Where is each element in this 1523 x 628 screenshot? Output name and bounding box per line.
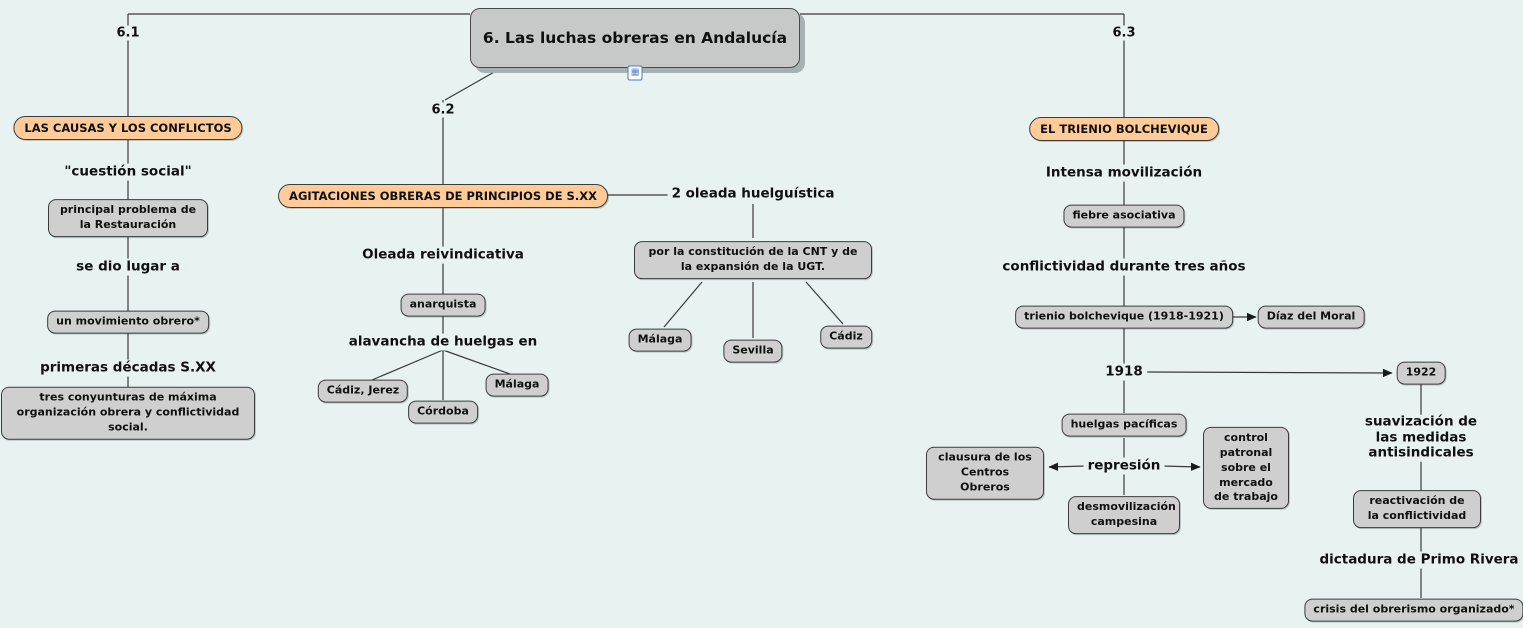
- section-label-6-1[interactable]: 6.1: [113, 25, 143, 41]
- concept-desmovilizacion-campesina[interactable]: desmovilización campesina: [1068, 496, 1180, 534]
- concept-huelgas-pacificas[interactable]: huelgas pacíficas: [1061, 413, 1187, 437]
- topic-agitaciones-obreras[interactable]: AGITACIONES OBRERAS DE PRINCIPIOS DE S.X…: [278, 184, 608, 208]
- link-cuestion-social[interactable]: "cuestión social": [60, 163, 196, 181]
- concept-anarquista[interactable]: anarquista: [400, 293, 486, 317]
- link-segunda-oleada-huelguistica[interactable]: 2 oleada huelguística: [667, 185, 839, 203]
- resource-icon[interactable]: ▦: [627, 65, 643, 81]
- link-represion[interactable]: represión: [1083, 457, 1165, 475]
- topic-el-trienio-bolchevique[interactable]: EL TRIENIO BOLCHEVIQUE: [1029, 117, 1219, 141]
- concept-trienio-bolchevique-1918-1921[interactable]: trienio bolchevique (1918-1921): [1015, 305, 1233, 329]
- concept-cadiz-2[interactable]: Cádiz: [820, 325, 872, 349]
- concept-cadiz-jerez[interactable]: Cádiz, Jerez: [317, 379, 409, 403]
- link-1918[interactable]: 1918: [1101, 363, 1147, 381]
- link-intensa-movilizacion[interactable]: Intensa movilización: [1041, 164, 1207, 182]
- concept-principal-problema-restauracion[interactable]: principal problema de la Restauración: [48, 199, 208, 237]
- link-conflictividad-tres-anos[interactable]: conflictividad durante tres años: [998, 258, 1250, 276]
- concept-malaga-1[interactable]: Málaga: [485, 373, 549, 397]
- section-label-6-2[interactable]: 6.2: [428, 102, 458, 118]
- link-oleada-reivindicativa[interactable]: Oleada reivindicativa: [358, 246, 528, 264]
- concept-diaz-del-moral[interactable]: Díaz del Moral: [1257, 305, 1365, 329]
- link-dictadura-primo-rivera[interactable]: dictadura de Primo Rivera: [1315, 551, 1523, 569]
- concept-tres-conyunturas[interactable]: tres conyunturas de máxima organización …: [1, 386, 255, 440]
- concept-un-movimiento-obrero[interactable]: un movimiento obrero*: [47, 310, 209, 334]
- link-alavancha-de-huelgas[interactable]: alavancha de huelgas en: [344, 333, 542, 351]
- section-label-6-3[interactable]: 6.3: [1109, 25, 1139, 41]
- link-se-dio-lugar-a[interactable]: se dio lugar a: [72, 258, 184, 276]
- concept-1922[interactable]: 1922: [1396, 361, 1446, 385]
- concept-constitucion-cnt-ugt[interactable]: por la constitución de la CNT y de la ex…: [634, 241, 872, 279]
- root-concept-node[interactable]: 6. Las luchas obreras en Andalucía: [470, 8, 800, 68]
- link-primeras-decadas-sxx[interactable]: primeras décadas S.XX: [36, 359, 220, 377]
- concept-cordoba[interactable]: Córdoba: [408, 400, 478, 424]
- concept-malaga-2[interactable]: Málaga: [628, 328, 692, 352]
- concept-reactivacion-conflictividad[interactable]: reactivación de la conflictividad: [1353, 490, 1481, 528]
- concept-fiebre-asociativa[interactable]: fiebre asociativa: [1063, 204, 1185, 228]
- concept-clausura-centros-obreros[interactable]: clausura de los Centros Obreros: [926, 446, 1044, 500]
- link-suavizacion-medidas-antisindicales[interactable]: suavización de las medidas antisindicale…: [1353, 414, 1489, 462]
- concept-sevilla[interactable]: Sevilla: [723, 339, 783, 363]
- concept-control-patronal[interactable]: control patronal sobre el mercado de tra…: [1203, 426, 1289, 510]
- concept-crisis-obrerismo-organizado[interactable]: crisis del obrerismo organizado*: [1304, 598, 1523, 622]
- topic-las-causas-y-los-conflictos[interactable]: LAS CAUSAS Y LOS CONFLICTOS: [13, 116, 243, 140]
